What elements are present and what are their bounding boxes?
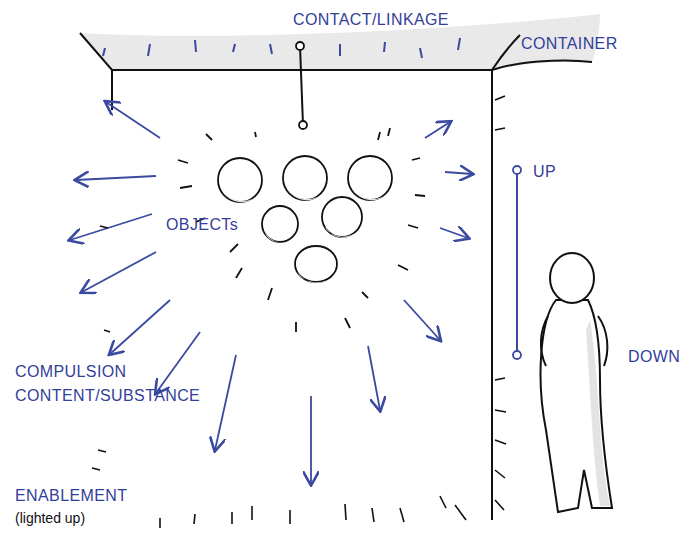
ceiling-line [80, 33, 592, 70]
radiating-arrows [70, 102, 472, 484]
down-marker [513, 351, 521, 359]
person-shade [586, 320, 610, 506]
bulb-shading [222, 188, 388, 283]
schema-label: OBJECTs [166, 216, 238, 234]
outer-dashes [92, 226, 466, 528]
schema-label: COMPULSION [15, 363, 127, 381]
up-down-line [516, 170, 518, 355]
pendant-end [299, 121, 307, 129]
schema-label: CONTACT/LINKAGE [293, 11, 449, 29]
wall-ticks [495, 96, 506, 510]
person-figure [541, 253, 612, 512]
ceiling-corner [492, 35, 520, 70]
right-wall [491, 70, 493, 520]
schema-label: CONTAINER [521, 35, 618, 53]
schema-label: UP [533, 163, 556, 181]
schema-label: ENABLEMENT [15, 487, 127, 505]
pendant-end [296, 42, 304, 50]
bulbs [218, 156, 392, 282]
schema-label: DOWN [628, 348, 680, 366]
schema-label: CONTENT/SUBSTANCE [15, 387, 200, 405]
pendant-cord [300, 46, 303, 125]
left-wall [111, 70, 113, 110]
up-marker [513, 166, 521, 174]
schema-label: (lighted up) [15, 509, 85, 527]
ceiling-ticks [103, 38, 460, 58]
